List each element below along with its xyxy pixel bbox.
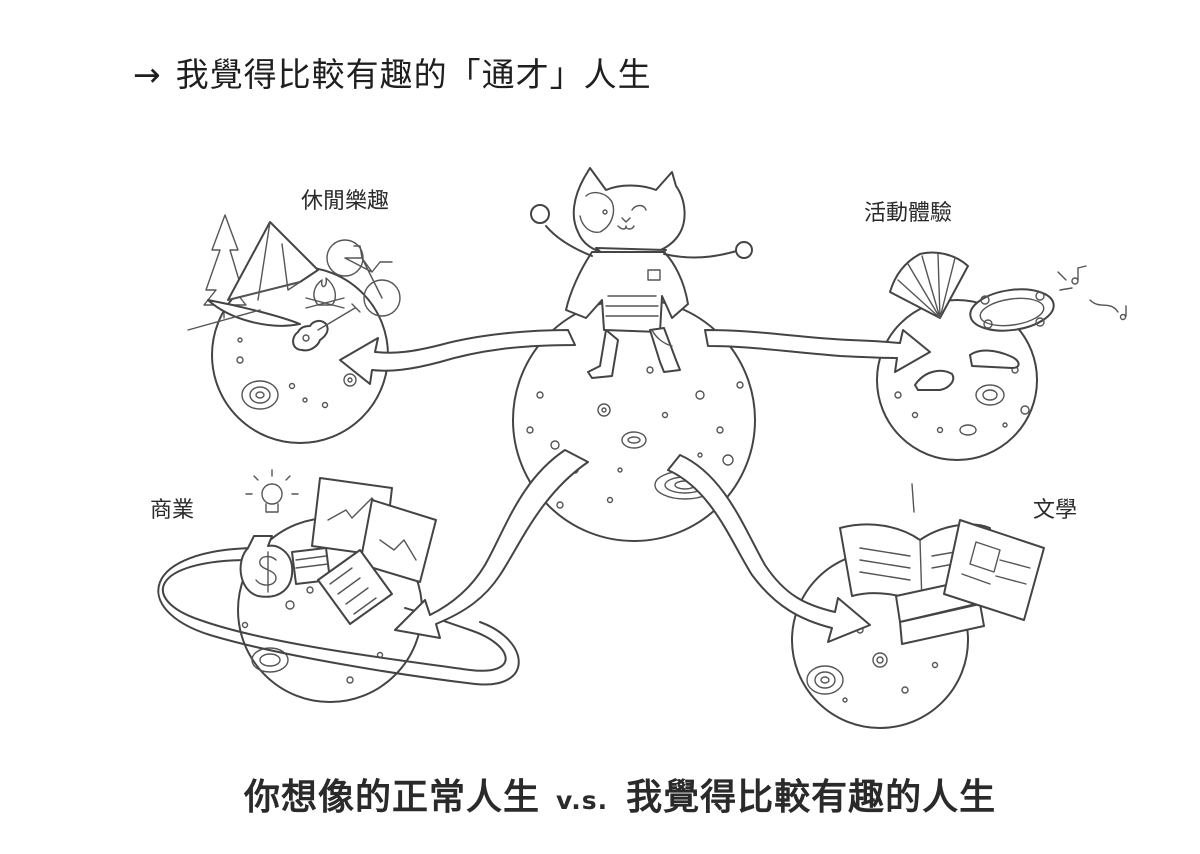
page-heading: → 我覺得比較有趣的「通才」人生 [133,48,652,96]
label-activity: 活動體驗 [864,195,952,227]
right-arrow-icon: → [133,55,162,94]
pencil-icon [912,484,914,512]
arrow-to-literature [668,455,870,642]
caption-left: 你想像的正常人生 [244,777,540,818]
label-leisure: 休閒樂趣 [301,183,389,215]
bottom-caption: 你想像的正常人生 v.s. 我覺得比較有趣的人生 [244,768,996,820]
label-business: 商業 [150,492,194,524]
heading-text: 我覺得比較有趣的「通才」人生 [176,55,652,94]
music-note-icon [1072,266,1126,320]
lightbulb-icon [246,470,298,512]
caption-vs: v.s. [556,786,608,815]
label-literature: 文學 [1033,492,1077,524]
tambourine-icon [968,272,1072,336]
caption-right: 我覺得比較有趣的人生 [626,777,996,818]
